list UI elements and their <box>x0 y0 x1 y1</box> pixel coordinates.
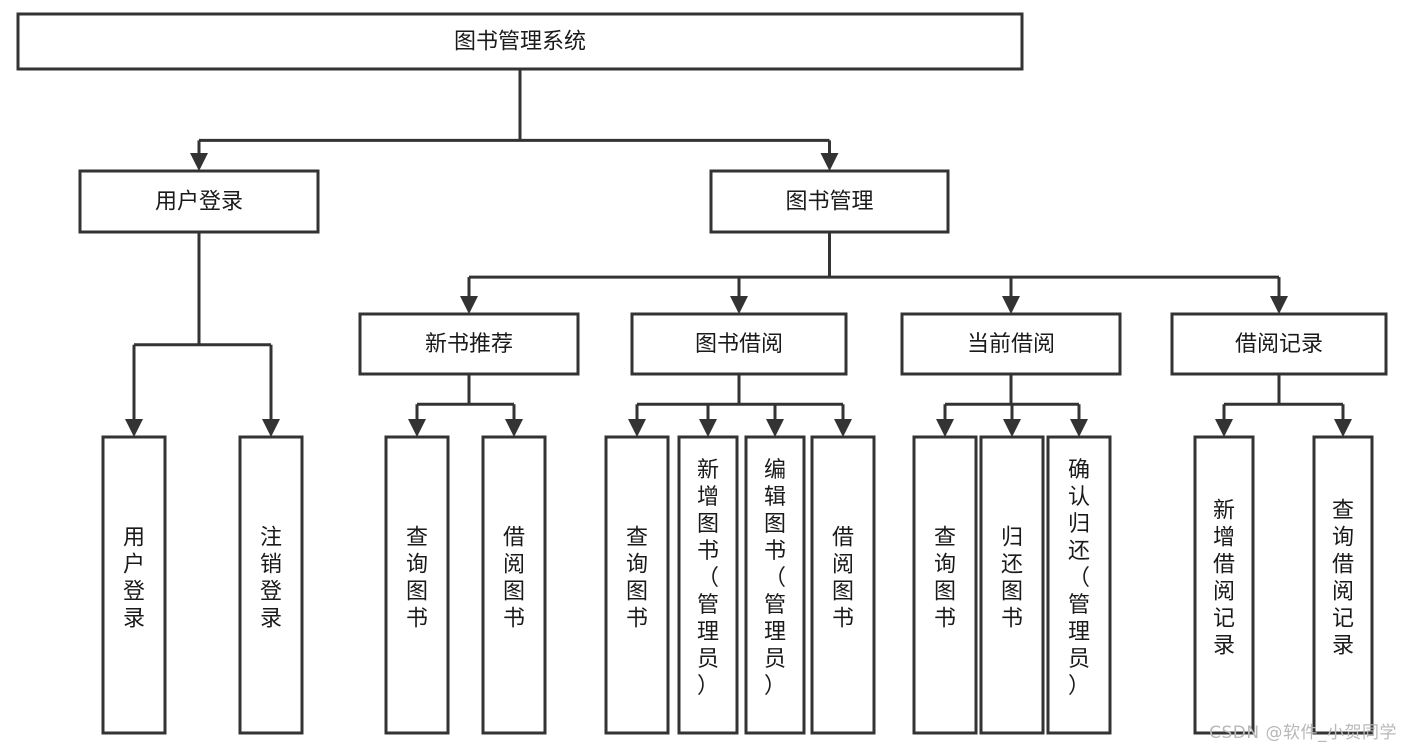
arrow-head-icon <box>1003 419 1021 437</box>
nodes-layer: 图书管理系统用户登录图书管理新书推荐图书借阅当前借阅借阅记录用户登录注销登录查询… <box>16 12 1388 735</box>
node-leaf-return-book[interactable]: 归还图书 <box>979 435 1045 735</box>
arrow-head-icon <box>699 419 717 437</box>
node-leaf-logout-login[interactable]: 注销登录 <box>238 435 304 735</box>
node-label-current-borrow: 当前借阅 <box>967 332 1055 357</box>
node-leaf-query-book-borrow[interactable]: 查询图书 <box>604 435 670 735</box>
node-leaf-query-borrow-record[interactable]: 查询借阅记录 <box>1312 435 1374 735</box>
node-label-leaf-query-book-borrow: 查询图书 <box>626 526 648 632</box>
edge-group-from-new-book-recommend <box>408 374 523 437</box>
node-box-leaf-logout-login <box>238 435 304 735</box>
edge-group-from-user-login <box>125 232 280 437</box>
node-label-leaf-query-borrow-record: 查询借阅记录 <box>1332 499 1354 659</box>
node-book-management[interactable]: 图书管理 <box>709 169 950 234</box>
node-box-book-management <box>709 169 950 234</box>
arrow-head-icon <box>730 296 748 314</box>
arrow-head-icon <box>1002 296 1020 314</box>
node-box-borrow-record <box>1170 312 1388 376</box>
node-label-leaf-query-book-current: 查询图书 <box>934 526 956 632</box>
node-box-leaf-query-book-recommend <box>384 435 450 735</box>
node-box-new-book-recommend <box>358 312 580 376</box>
node-borrow-record[interactable]: 借阅记录 <box>1170 312 1388 376</box>
node-box-root <box>16 12 1024 71</box>
node-current-borrow[interactable]: 当前借阅 <box>900 312 1122 376</box>
arrow-head-icon <box>766 419 784 437</box>
node-box-leaf-add-borrow-record <box>1193 435 1255 735</box>
node-box-leaf-user-login <box>101 435 167 735</box>
node-leaf-edit-book-admin[interactable]: 编辑图书（管理员） <box>744 435 806 735</box>
node-box-leaf-borrow-book-recommend <box>481 435 547 735</box>
node-label-leaf-edit-book-admin: 编辑图书（管理员） <box>764 458 786 699</box>
node-label-leaf-query-book-recommend: 查询图书 <box>406 526 428 632</box>
node-box-leaf-query-borrow-record <box>1312 435 1374 735</box>
node-box-leaf-borrow-book <box>810 435 876 735</box>
node-label-leaf-borrow-book: 借阅图书 <box>832 526 854 632</box>
edge-group-from-borrow-record <box>1215 374 1352 437</box>
arrow-head-icon <box>628 419 646 437</box>
node-leaf-add-borrow-record[interactable]: 新增借阅记录 <box>1193 435 1255 735</box>
node-box-leaf-query-book-borrow <box>604 435 670 735</box>
node-label-leaf-logout-login: 注销登录 <box>260 526 282 632</box>
arrow-head-icon <box>190 153 208 171</box>
node-leaf-borrow-book-recommend[interactable]: 借阅图书 <box>481 435 547 735</box>
node-label-book-borrow: 图书借阅 <box>695 332 783 357</box>
arrow-head-icon <box>408 419 426 437</box>
node-user-login[interactable]: 用户登录 <box>78 169 320 234</box>
arrow-head-icon <box>1270 296 1288 314</box>
node-box-leaf-return-book <box>979 435 1045 735</box>
arrow-head-icon <box>1215 419 1233 437</box>
arrow-head-icon <box>125 419 143 437</box>
node-label-leaf-return-book: 归还图书 <box>1001 526 1023 632</box>
connectors-layer <box>125 69 1352 437</box>
node-label-book-management: 图书管理 <box>785 190 873 215</box>
node-box-current-borrow <box>900 312 1122 376</box>
node-box-leaf-add-book-admin <box>677 435 739 735</box>
edge-group-from-root <box>190 69 839 171</box>
edge-group-from-current-borrow <box>936 374 1088 437</box>
arrow-head-icon <box>505 419 523 437</box>
node-label-root: 图书管理系统 <box>454 30 586 55</box>
node-label-leaf-add-borrow-record: 新增借阅记录 <box>1213 499 1235 659</box>
node-book-borrow[interactable]: 图书借阅 <box>630 312 848 376</box>
node-leaf-query-book-recommend[interactable]: 查询图书 <box>384 435 450 735</box>
edge-group-from-book-management <box>460 232 1288 314</box>
node-leaf-confirm-return-admin[interactable]: 确认归还（管理员） <box>1046 435 1112 735</box>
node-leaf-user-login[interactable]: 用户登录 <box>101 435 167 735</box>
node-label-leaf-user-login: 用户登录 <box>123 526 145 632</box>
node-leaf-add-book-admin[interactable]: 新增图书（管理员） <box>677 435 739 735</box>
arrow-head-icon <box>460 296 478 314</box>
arrow-head-icon <box>1070 419 1088 437</box>
node-leaf-query-book-current[interactable]: 查询图书 <box>912 435 978 735</box>
arrow-head-icon <box>820 153 839 171</box>
node-box-book-borrow <box>630 312 848 376</box>
edge-group-from-book-borrow <box>628 374 852 437</box>
node-box-leaf-edit-book-admin <box>744 435 806 735</box>
node-label-borrow-record: 借阅记录 <box>1235 332 1323 357</box>
node-root[interactable]: 图书管理系统 <box>16 12 1024 71</box>
node-label-user-login: 用户登录 <box>155 190 243 215</box>
arrow-head-icon <box>262 419 280 437</box>
node-box-user-login <box>78 169 320 234</box>
arrow-head-icon <box>1334 419 1352 437</box>
node-leaf-borrow-book[interactable]: 借阅图书 <box>810 435 876 735</box>
arrow-head-icon <box>834 419 852 437</box>
node-box-leaf-confirm-return-admin <box>1046 435 1112 735</box>
arrow-head-icon <box>936 419 954 437</box>
node-label-leaf-borrow-book-recommend: 借阅图书 <box>503 526 525 632</box>
node-box-leaf-query-book-current <box>912 435 978 735</box>
node-label-leaf-add-book-admin: 新增图书（管理员） <box>697 458 719 699</box>
node-new-book-recommend[interactable]: 新书推荐 <box>358 312 580 376</box>
node-label-new-book-recommend: 新书推荐 <box>425 332 513 357</box>
node-label-leaf-confirm-return-admin: 确认归还（管理员） <box>1068 458 1090 699</box>
